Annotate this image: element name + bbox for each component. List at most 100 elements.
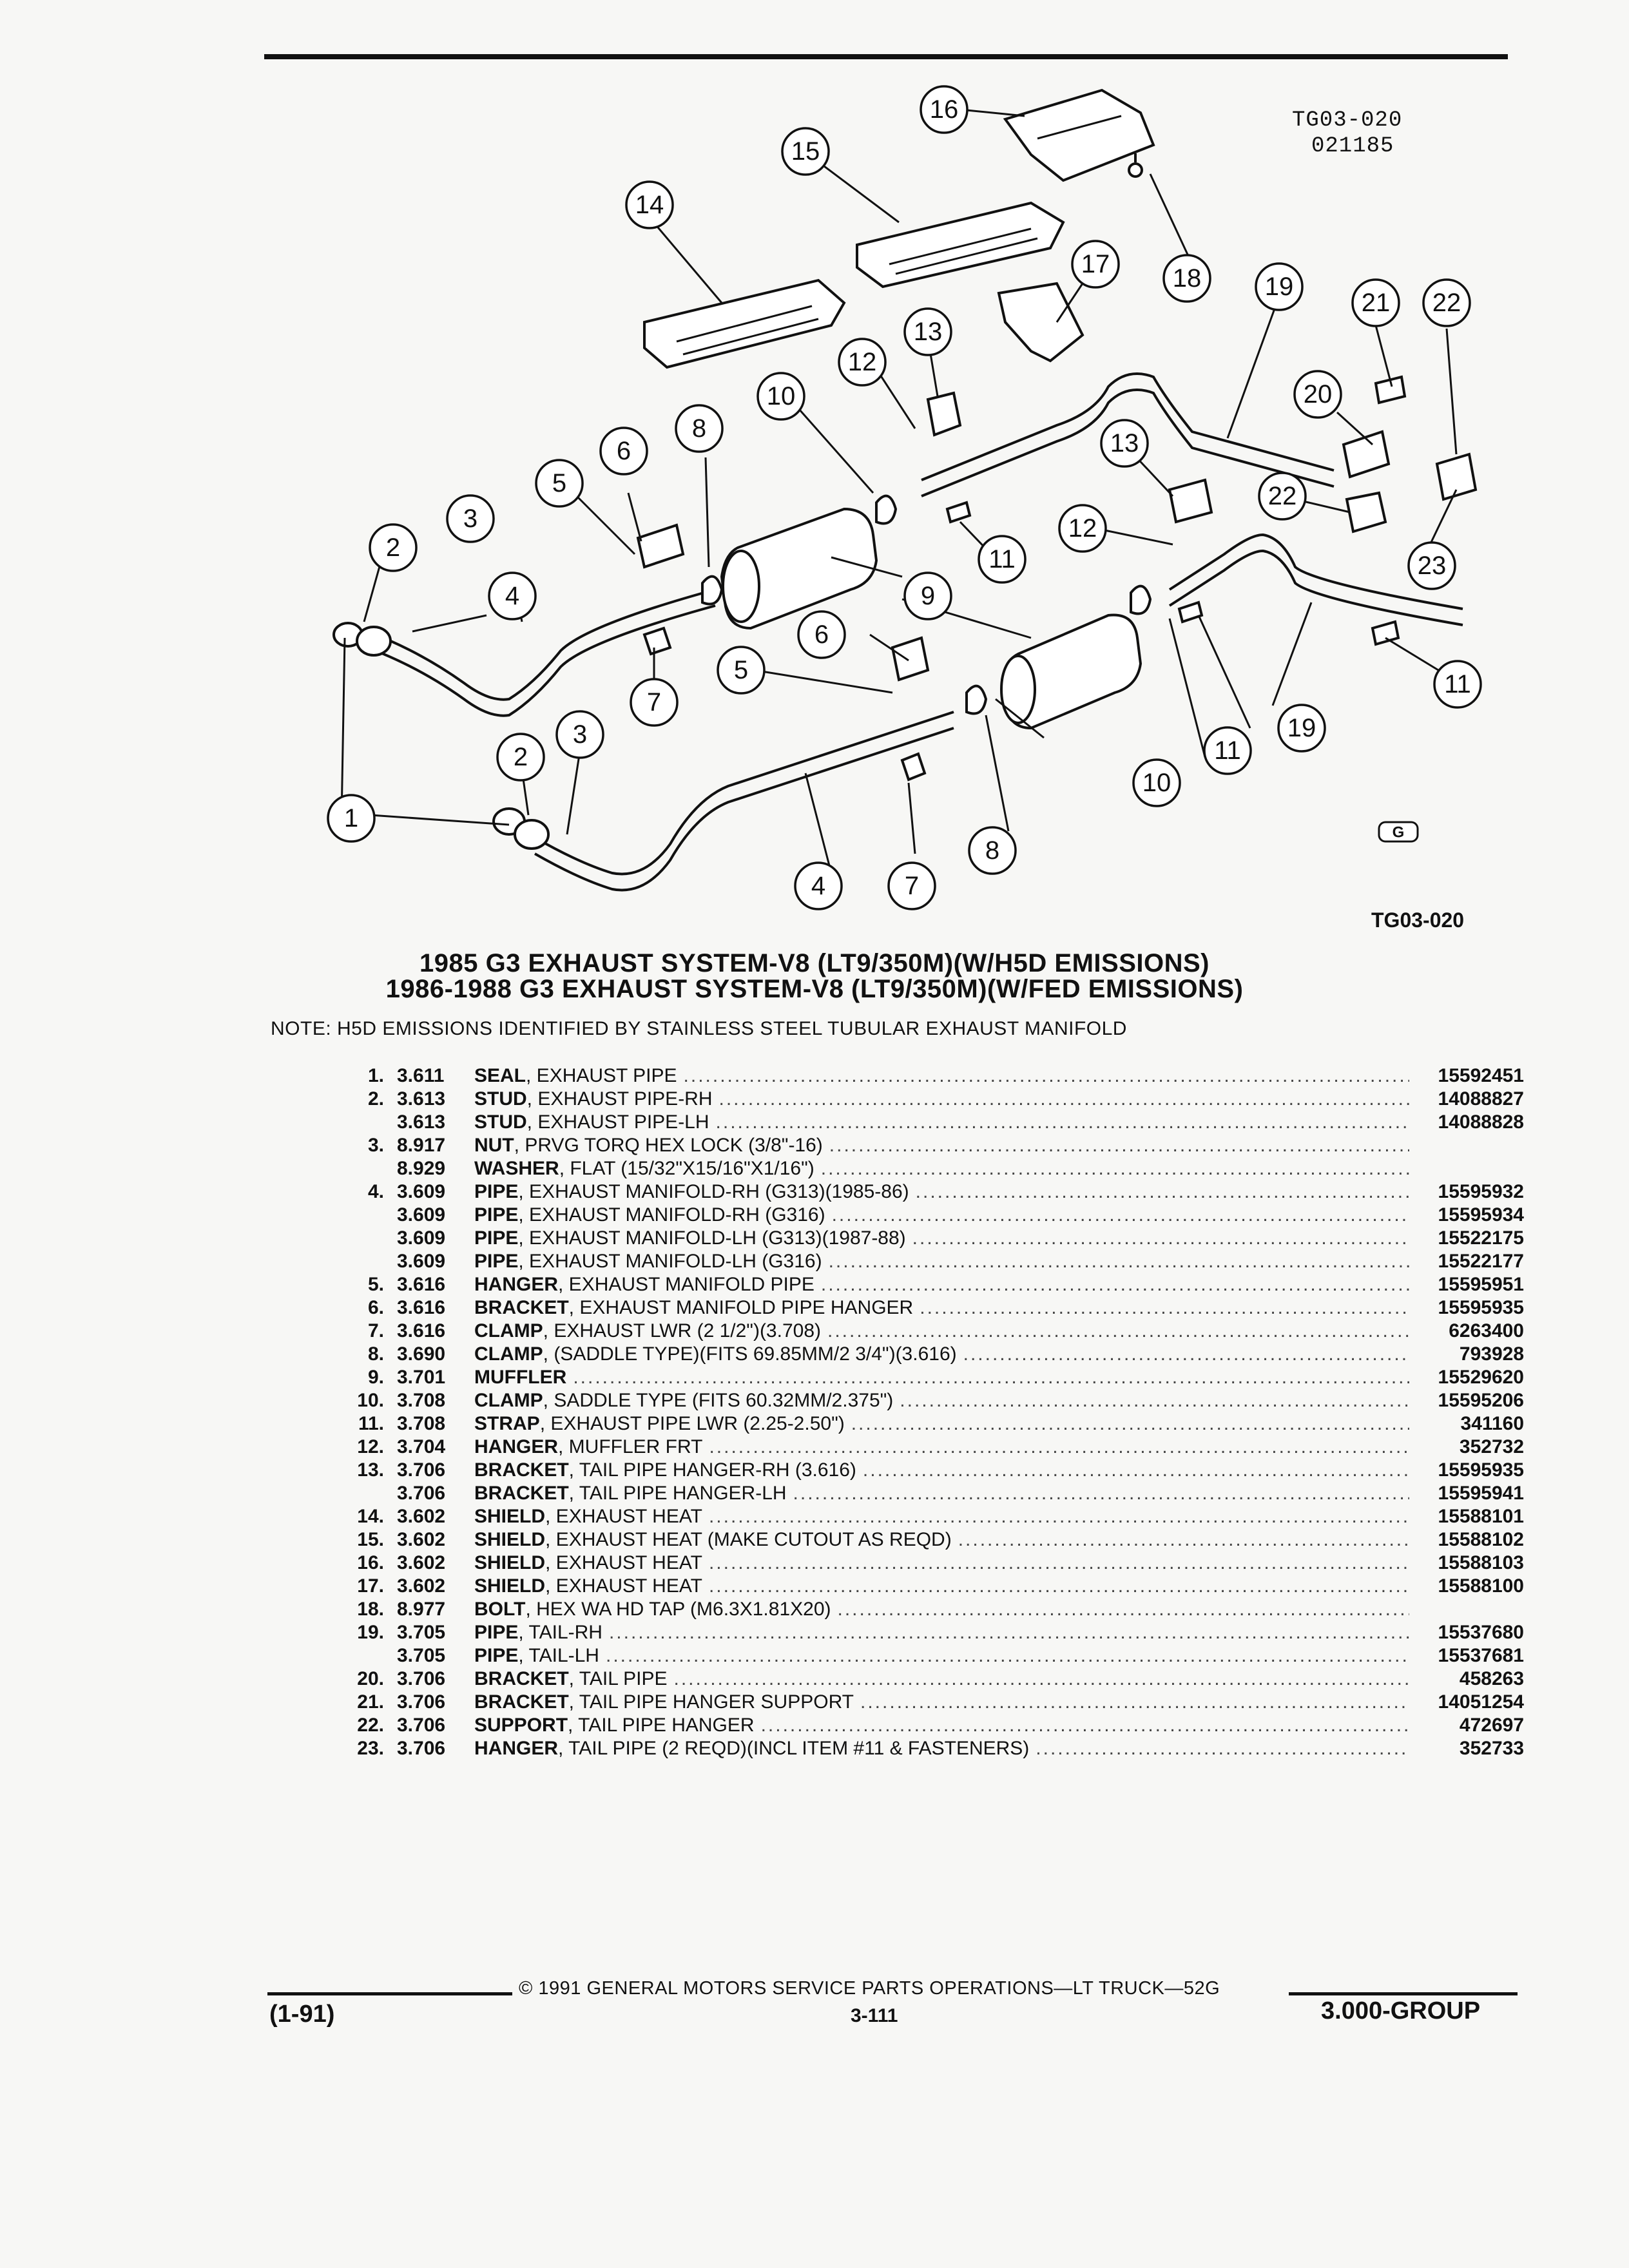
dot-leader bbox=[909, 1181, 1409, 1203]
dot-leader bbox=[599, 1645, 1409, 1667]
callout-5-bottom bbox=[717, 646, 766, 695]
svg-text:2: 2 bbox=[386, 533, 400, 562]
part-name: BRACKET bbox=[474, 1668, 569, 1689]
part-number: 15522175 bbox=[1438, 1227, 1524, 1249]
callout-5-top bbox=[535, 459, 584, 508]
svg-text:3: 3 bbox=[463, 505, 477, 533]
illustration-code: TG03-020 bbox=[1292, 108, 1403, 133]
callout-6-top bbox=[599, 427, 648, 476]
part-number: 15595934 bbox=[1438, 1204, 1524, 1225]
svg-text:6: 6 bbox=[617, 437, 631, 465]
svg-text:20: 20 bbox=[1304, 380, 1333, 408]
part-description: SHIELD, EXHAUST HEAT (MAKE CUTOUT AS REQ… bbox=[470, 1529, 1409, 1551]
part-group-code: 3.705 bbox=[397, 1622, 446, 1643]
part-name: MUFFLER bbox=[474, 1367, 567, 1388]
svg-text:8: 8 bbox=[985, 836, 999, 865]
svg-text:11: 11 bbox=[1444, 670, 1471, 698]
part-detail: , TAIL-RH bbox=[518, 1622, 602, 1643]
callout-11-top bbox=[978, 535, 1027, 584]
callout-18 bbox=[1162, 254, 1211, 303]
part-group-code: 3.616 bbox=[397, 1274, 446, 1295]
part-group-code: 3.609 bbox=[397, 1181, 446, 1202]
part-name: CLAMP bbox=[474, 1320, 543, 1341]
part-name: BOLT bbox=[474, 1599, 526, 1620]
dot-leader bbox=[702, 1506, 1409, 1528]
callout-23 bbox=[1407, 541, 1456, 590]
svg-text:14: 14 bbox=[635, 191, 664, 219]
part-description: STUD, EXHAUST PIPE-LH bbox=[470, 1111, 1409, 1133]
svg-text:12: 12 bbox=[848, 348, 877, 376]
callout-17 bbox=[1071, 240, 1120, 289]
callout-22-mid bbox=[1258, 472, 1307, 521]
part-description: BRACKET, TAIL PIPE HANGER-LH bbox=[470, 1483, 1409, 1504]
part-name: HANGER bbox=[474, 1436, 559, 1457]
svg-text:22: 22 bbox=[1432, 289, 1461, 317]
part-number: 15592451 bbox=[1438, 1065, 1524, 1086]
part-number: 15529620 bbox=[1438, 1367, 1524, 1388]
footer-revision: (1-91) bbox=[269, 2001, 335, 2028]
dot-leader bbox=[825, 1204, 1409, 1226]
callout-22-top bbox=[1422, 278, 1471, 327]
svg-text:13: 13 bbox=[914, 318, 943, 346]
manifold-pipe-4-lower-edge bbox=[534, 727, 954, 892]
part-number: 15588101 bbox=[1438, 1506, 1524, 1527]
part-description: HANGER, EXHAUST MANIFOLD PIPE bbox=[470, 1274, 1409, 1296]
part-name: STRAP bbox=[474, 1413, 540, 1434]
part-item-number: 5. bbox=[367, 1274, 384, 1295]
part-group-code: 3.616 bbox=[397, 1320, 446, 1341]
part-item-number: 7. bbox=[367, 1320, 384, 1341]
part-item-number: 19. bbox=[357, 1622, 384, 1643]
dot-leader bbox=[906, 1227, 1409, 1249]
dot-leader bbox=[831, 1599, 1409, 1620]
tail-pipe-19-lower-edge bbox=[1168, 549, 1463, 626]
heat-shield-15 bbox=[856, 201, 1065, 289]
callout-4-bottom bbox=[794, 861, 843, 910]
tail-pipe-19-lower bbox=[1168, 533, 1463, 610]
part-item-number: 14. bbox=[357, 1506, 384, 1527]
part-detail: , TAIL-LH bbox=[518, 1645, 599, 1666]
manifold-flanges bbox=[333, 622, 550, 850]
svg-text:11: 11 bbox=[1214, 736, 1241, 765]
svg-text:22: 22 bbox=[1268, 482, 1297, 510]
part-name: PIPE bbox=[474, 1227, 519, 1249]
part-number: 793928 bbox=[1459, 1343, 1524, 1365]
part-description: STUD, EXHAUST PIPE-RH bbox=[470, 1088, 1409, 1110]
part-item-number: 8. bbox=[367, 1343, 384, 1365]
part-detail: , EXHAUST MANIFOLD-LH (G316) bbox=[518, 1251, 822, 1272]
callout-10-top bbox=[757, 372, 805, 421]
part-description: PIPE, EXHAUST MANIFOLD-RH (G316) bbox=[470, 1204, 1409, 1226]
dot-leader bbox=[815, 1158, 1409, 1180]
part-name: CLAMP bbox=[474, 1343, 543, 1365]
part-detail: , TAIL PIPE (2 REQD)(INCL ITEM #11 & FAS… bbox=[558, 1738, 1030, 1759]
dot-leader bbox=[668, 1668, 1409, 1690]
part-name: SHIELD bbox=[474, 1506, 546, 1527]
callout-3-top bbox=[446, 494, 495, 543]
footer-rule-left bbox=[267, 1992, 512, 1995]
svg-text:2: 2 bbox=[514, 743, 528, 771]
part-detail: , EXHAUST PIPE-LH bbox=[526, 1111, 709, 1133]
part-number: 15595935 bbox=[1438, 1297, 1524, 1318]
part-name: PIPE bbox=[474, 1181, 519, 1202]
part-detail: , EXHAUST HEAT bbox=[545, 1506, 702, 1527]
part-detail: , TAIL PIPE bbox=[568, 1668, 668, 1689]
part-group-code: 8.977 bbox=[397, 1599, 446, 1620]
svg-text:4: 4 bbox=[811, 872, 825, 900]
part-name: BRACKET bbox=[474, 1459, 569, 1481]
part-item-number: 23. bbox=[357, 1738, 384, 1759]
part-description: BRACKET, TAIL PIPE bbox=[470, 1668, 1409, 1690]
svg-text:16: 16 bbox=[930, 95, 959, 124]
dot-leader bbox=[755, 1715, 1409, 1736]
heat-shield-14 bbox=[643, 278, 846, 369]
part-name: SHIELD bbox=[474, 1552, 546, 1573]
part-group-code: 3.602 bbox=[397, 1575, 446, 1597]
svg-text:19: 19 bbox=[1265, 273, 1294, 301]
dot-leader bbox=[702, 1552, 1409, 1574]
part-description: SHIELD, EXHAUST HEAT bbox=[470, 1575, 1409, 1597]
part-number: 15537680 bbox=[1438, 1622, 1524, 1643]
manifold-pipe-4-upper bbox=[367, 588, 716, 701]
part-group-code: 3.602 bbox=[397, 1529, 446, 1550]
